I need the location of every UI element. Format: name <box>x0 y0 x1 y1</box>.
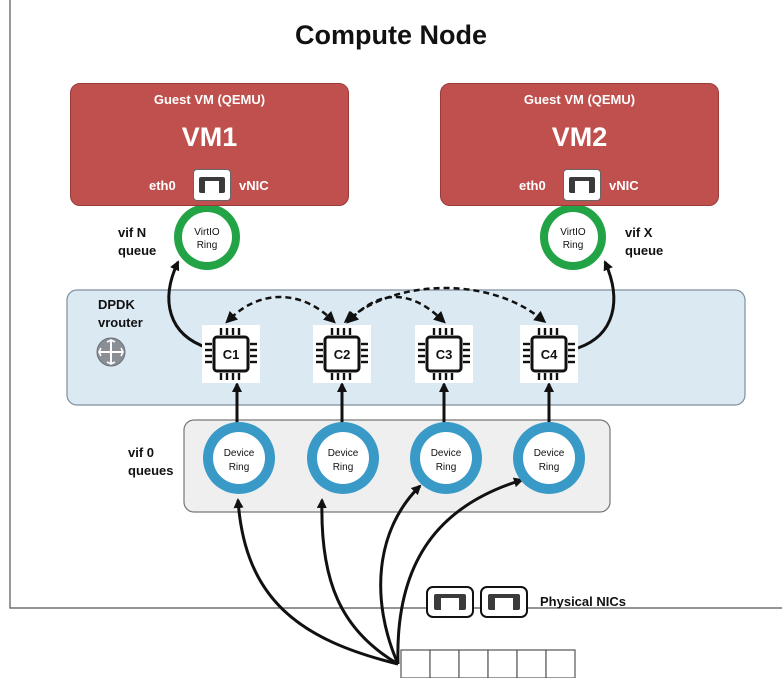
dashed-arrow-c1-c2 <box>225 295 336 324</box>
dashed-arrow-c2-c4 <box>343 286 547 323</box>
device-ring-3-line1: Device <box>431 448 462 459</box>
dpdk-vrouter-label: DPDK vrouter <box>98 296 143 332</box>
device-ring-2-line2: Ring <box>333 462 354 473</box>
vif-x-queue-label: vif X queue <box>625 224 663 260</box>
core-c2-chip-icon: C2 <box>313 325 371 383</box>
vm1-name: VM1 <box>181 122 238 152</box>
router-icon <box>96 337 126 367</box>
arrow-queue-to-ring2 <box>316 498 399 666</box>
vif0-line1: vif 0 <box>128 445 155 460</box>
vif-n-line2: queue <box>118 243 157 258</box>
packet-queue-cell <box>429 649 460 678</box>
vm2-vnic-label: vNIC <box>609 178 639 193</box>
packet-queue-cell <box>516 649 547 678</box>
device-ring-4-line1: Device <box>534 448 565 459</box>
vif0-line2: queues <box>128 463 174 478</box>
arrow-queue-to-ring1 <box>233 498 399 666</box>
packet-queue-cell <box>400 649 431 678</box>
core-c3-chip-icon: C3 <box>415 325 473 383</box>
core-label-c1: C1 <box>223 347 240 362</box>
vif0-panel <box>183 419 611 513</box>
vif-n-line1: vif N <box>118 225 147 240</box>
virtio-ring-1-line2: Ring <box>197 240 218 251</box>
vm1-box: Guest VM (QEMU) VM1 eth0 vNIC <box>70 83 349 206</box>
vif-x-line2: queue <box>625 243 664 258</box>
virtio-ring-1: VirtIO Ring <box>174 204 240 270</box>
arrow-c4-to-virtio2 <box>577 260 616 350</box>
core-c1-chip-icon: C1 <box>202 325 260 383</box>
dpdk-line2: vrouter <box>98 315 143 330</box>
packet-queue <box>400 649 576 678</box>
vif-x-line1: vif X <box>625 225 653 240</box>
arrow-c1-to-virtio1 <box>167 260 209 350</box>
virtio-ring-2-line1: VirtIO <box>560 227 586 238</box>
vm1-vnic-label: vNIC <box>239 178 269 193</box>
vm2-eth-label: eth0 <box>519 178 546 193</box>
vm2-subtitle: Guest VM (QEMU) <box>523 92 636 107</box>
virtio-ring-1-line1: VirtIO <box>194 227 220 238</box>
device-ring-1-line1: Device <box>224 448 255 459</box>
arrow-queue-to-ring3 <box>379 484 422 665</box>
device-ring-4-line2: Ring <box>539 462 560 473</box>
core-c4-chip-icon: C4 <box>520 325 578 383</box>
vm1-subtitle: Guest VM (QEMU) <box>153 92 266 107</box>
device-ring-2-line1: Device <box>328 448 359 459</box>
device-ring-3-line2: Ring <box>436 462 457 473</box>
core-label-c3: C3 <box>436 347 453 362</box>
vm1-eth-label: eth0 <box>149 178 176 193</box>
device-ring-1-line2: Ring <box>229 462 250 473</box>
arrow-queue-to-ring4 <box>396 477 524 665</box>
dpdk-line1: DPDK <box>98 297 135 312</box>
vm1-ethernet-port-icon <box>193 169 231 201</box>
core-label-c4: C4 <box>541 347 558 362</box>
physical-nic-1-icon <box>426 586 474 618</box>
vm2-ethernet-port-icon <box>563 169 601 201</box>
physical-nics-label: Physical NICs <box>540 594 626 609</box>
packet-queue-cell <box>545 649 576 678</box>
page-title: Compute Node <box>295 20 487 50</box>
packet-queue-cell <box>458 649 489 678</box>
physical-nic-2-icon <box>480 586 528 618</box>
vm2-box: Guest VM (QEMU) VM2 eth0 vNIC <box>440 83 719 206</box>
vif0-queues-label: vif 0 queues <box>128 444 174 480</box>
packet-queue-cell <box>487 649 518 678</box>
virtio-ring-2: VirtIO Ring <box>540 204 606 270</box>
vif-n-queue-label: vif N queue <box>118 224 156 260</box>
vm2-name: VM2 <box>551 122 608 152</box>
virtio-ring-2-line2: Ring <box>563 240 584 251</box>
core-label-c2: C2 <box>334 347 351 362</box>
